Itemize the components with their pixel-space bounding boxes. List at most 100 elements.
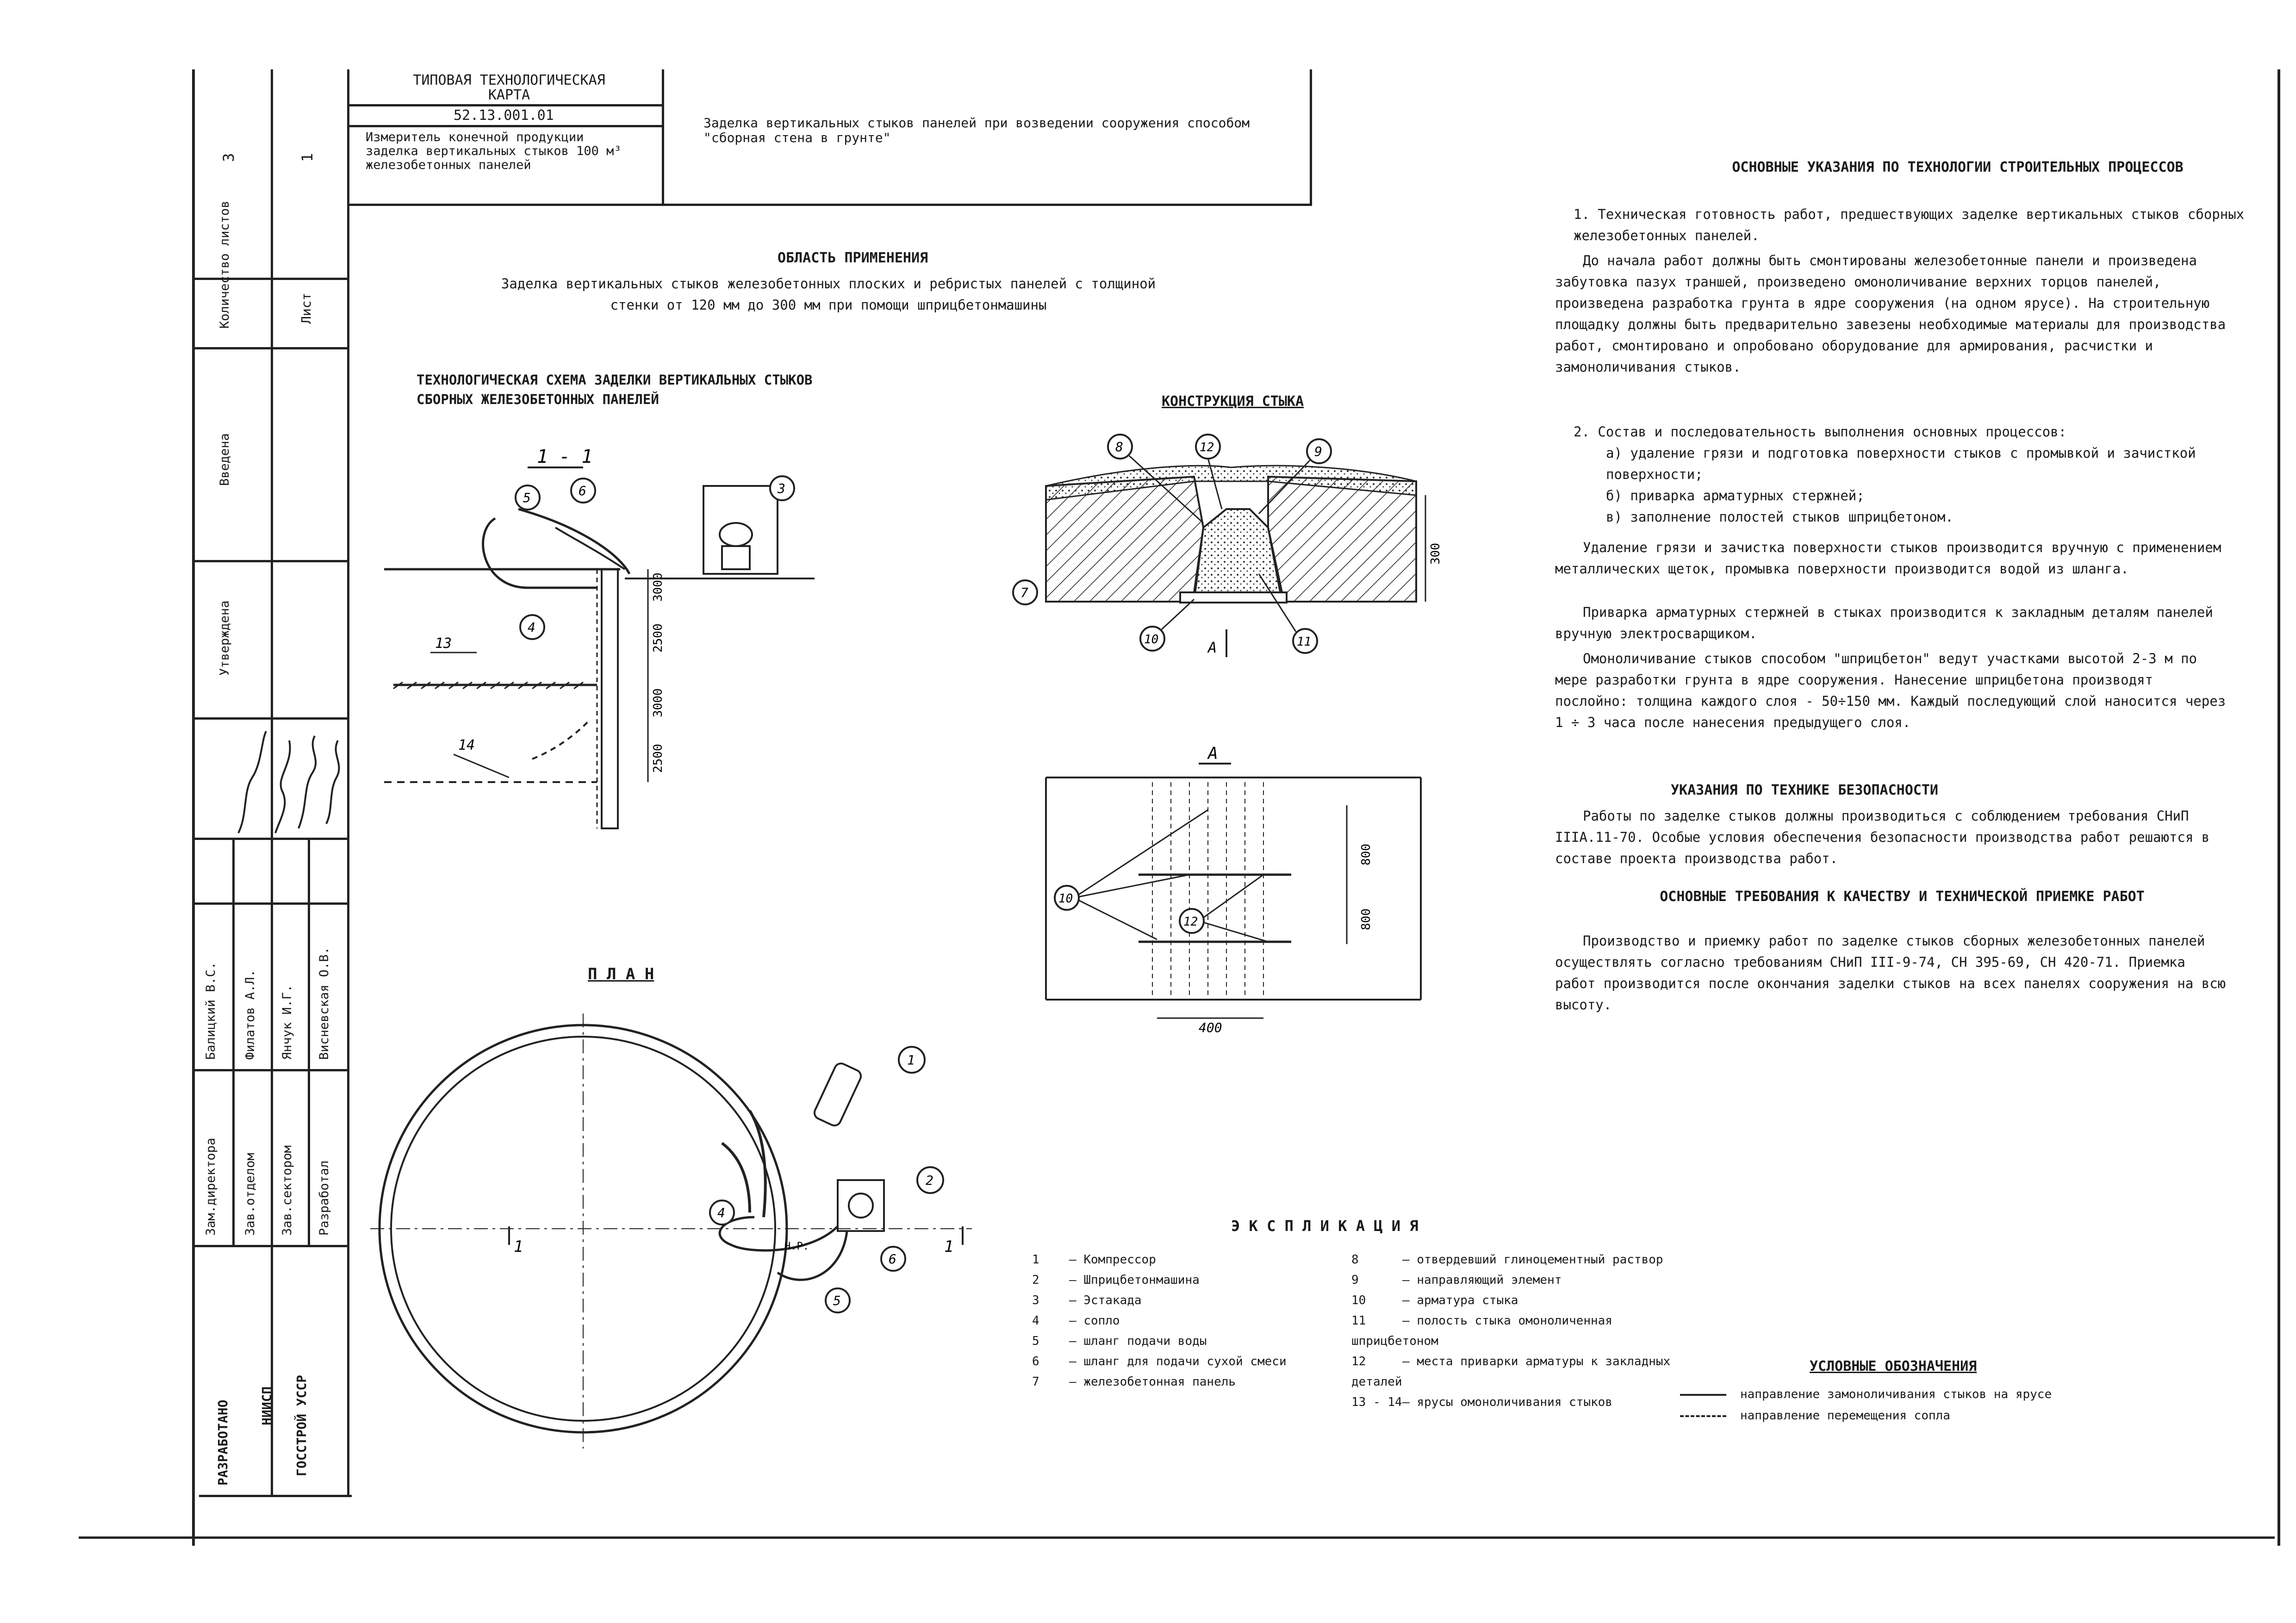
scheme-title: ТЕХНОЛОГИЧЕСКАЯ СХЕМА ЗАДЕЛКИ ВЕРТИКАЛЬН…: [417, 372, 813, 407]
svg-text:400: 400: [1199, 1020, 1222, 1035]
svg-text:А: А: [1207, 639, 1217, 656]
safety-text: Работы по заделке стыков должны производ…: [1555, 808, 2210, 866]
svg-text:5: 5: [523, 490, 531, 505]
person-name-3: Янчук И.Г.: [280, 984, 294, 1060]
notes-p6: Омоноличивание стыков способом "шприцбет…: [1555, 651, 2226, 730]
explication-right: 8– отвердевший глиноцементный раствор 9–…: [1351, 1250, 1675, 1412]
svg-text:11: 11: [1297, 635, 1311, 649]
notes-p2: До начала работ должны быть смонтированы…: [1555, 253, 2226, 375]
sheets-count: 3: [220, 153, 237, 162]
svg-text:4: 4: [717, 1205, 725, 1220]
page-frame: [192, 69, 2280, 1546]
svg-text:1: 1: [944, 1237, 953, 1256]
org-name: НИИСП: [259, 1386, 274, 1425]
notes-p4: Удаление грязи и зачистка поверхности ст…: [1555, 540, 2221, 577]
notes-p1: 1. Техническая готовность работ, предшес…: [1574, 206, 2245, 243]
svg-text:3000: 3000: [651, 688, 665, 717]
svg-text:2500: 2500: [651, 744, 665, 773]
svg-text:10: 10: [1058, 892, 1073, 906]
section-1-1-drawing: 1 - 1 3000 2500 3000 2500 3 6 5 4 13 14: [384, 446, 815, 829]
svg-text:800: 800: [1359, 908, 1373, 930]
svg-text:3: 3: [777, 481, 785, 496]
doc-code: 52.13.001.01: [454, 107, 554, 124]
legend-item-dashed: направление перемещения сопла: [1680, 1405, 2143, 1426]
svg-text:13: 13: [435, 635, 452, 652]
sheets-count-label: Количество листов: [218, 200, 232, 329]
svg-text:6: 6: [579, 483, 586, 498]
svg-text:Н.Р.: Н.Р.: [784, 1241, 809, 1252]
svg-text:12: 12: [1183, 915, 1198, 929]
frame-bottom-line-2: [199, 1495, 352, 1497]
sheet-number: 1: [299, 153, 316, 162]
person-role-1: Зам.директора: [204, 1138, 218, 1236]
quality-text: Производство и приемку работ по заделке …: [1555, 933, 2226, 1013]
person-role-2: Зав.отделом: [243, 1153, 257, 1236]
notes-p3: 2. Состав и последовательность выполнени…: [1574, 424, 2067, 440]
svg-text:14: 14: [458, 737, 475, 753]
explication-item: 4– сопло: [1032, 1314, 1120, 1328]
svg-text:1: 1: [907, 1052, 915, 1068]
explication-item: 7– железобетонная панель: [1032, 1375, 1236, 1389]
gosstroy: ГОССТРОЙ УССР: [294, 1374, 309, 1476]
explication-item: 12– места приварки арматуры к закладных …: [1351, 1355, 1671, 1389]
measure-unit: Измеритель конечной продукции заделка ве…: [366, 130, 622, 172]
explication-item: 10– арматура стыка: [1351, 1293, 1518, 1307]
svg-text:8: 8: [1115, 439, 1123, 454]
notes-list: а) удаление грязи и подготовка поверхнос…: [1606, 442, 2245, 528]
explication-item: 13 - 14– ярусы омоноличивания стыков: [1351, 1395, 1612, 1409]
svg-text:6: 6: [889, 1251, 896, 1267]
person-role-3: Зав.сектором: [280, 1145, 294, 1236]
svg-text:5: 5: [833, 1293, 841, 1308]
person-name-2: Филатов А.Л.: [243, 969, 257, 1060]
section-label: 1 - 1: [537, 446, 592, 467]
notes-list-item: а) удаление грязи и подготовка поверхнос…: [1606, 445, 2196, 482]
svg-text:7: 7: [1020, 585, 1028, 600]
legend-heading: УСЛОВНЫЕ ОБОЗНАЧЕНИЯ: [1810, 1358, 1977, 1374]
plan-label: П Л А Н: [588, 965, 654, 983]
person-role-4: Разработал: [317, 1160, 331, 1236]
svg-text:А: А: [1207, 744, 1218, 763]
quality-heading: ОСНОВНЫЕ ТРЕБОВАНИЯ К КАЧЕСТВУ И ТЕХНИЧЕ…: [1660, 889, 2145, 905]
scope-heading: ОБЛАСТЬ ПРИМЕНЕНИЯ: [778, 250, 928, 266]
top-stamp: ТИПОВАЯ ТЕХНОЛОГИЧЕСКАЯ КАРТА 52.13.001.…: [347, 69, 1312, 206]
svg-text:10: 10: [1144, 633, 1158, 647]
svg-text:12: 12: [1200, 441, 1214, 454]
svg-text:3000: 3000: [651, 572, 665, 602]
legend: направление замоноличивания стыков на яр…: [1680, 1384, 2143, 1426]
explication-heading: Э К С П Л И К А Ц И Я: [1231, 1217, 1419, 1235]
explication-item: 8– отвердевший глиноцементный раствор: [1351, 1253, 1663, 1267]
signatures: [237, 731, 340, 833]
doc-type: ТИПОВАЯ ТЕХНОЛОГИЧЕСКАЯ КАРТА: [413, 72, 605, 103]
person-name-1: Балицкий В.С.: [204, 962, 218, 1060]
svg-text:2500: 2500: [651, 623, 665, 653]
approved-label: Утверждена: [218, 600, 232, 676]
notes-p5: Приварка арматурных стержней в стыках пр…: [1555, 604, 2213, 641]
safety-heading: УКАЗАНИЯ ПО ТЕХНИКЕ БЕЗОПАСНОСТИ: [1671, 782, 1938, 798]
legend-item-solid: направление замоноличивания стыков на яр…: [1680, 1384, 2143, 1405]
svg-text:4: 4: [528, 620, 535, 635]
svg-text:1: 1: [514, 1237, 523, 1256]
svg-text:2: 2: [926, 1173, 933, 1188]
frame-bottom-line: [79, 1536, 2275, 1539]
doc-title: Заделка вертикальных стыков панелей при …: [703, 115, 1250, 145]
person-name-4: Висневская О.В.: [317, 947, 331, 1060]
svg-text:300: 300: [1429, 543, 1443, 565]
explication-item: 2– Шприцбетонмашина: [1032, 1273, 1200, 1287]
developed-by: РАЗРАБОТАНО: [215, 1399, 230, 1486]
joint-construction-drawing: 300 8 12 9 7 10 11 А: [1012, 434, 1443, 657]
svg-text:9: 9: [1314, 444, 1322, 459]
explication-item: 1– Компрессор: [1032, 1253, 1156, 1267]
notes-list-item: в) заполнение полостей стыков шприцбетон…: [1606, 509, 1954, 525]
explication-left: 1– Компрессор 2– Шприцбетонмашина 3– Эст…: [1032, 1250, 1356, 1392]
plan-drawing: 1 2 4 6 5 Н.Р. 1 1: [370, 1014, 972, 1449]
explication-item: 9– направляющий элемент: [1351, 1273, 1562, 1287]
side-stamp: Количество листов 3 Лист 1 Введена Утвер…: [194, 69, 349, 1495]
notes-heading: ОСНОВНЫЕ УКАЗАНИЯ ПО ТЕХНОЛОГИИ СТРОИТЕЛ…: [1732, 159, 2184, 175]
svg-text:800: 800: [1359, 844, 1373, 865]
introduced-label: Введена: [218, 433, 232, 486]
joint-title: КОНСТРУКЦИЯ СТЫКА: [1162, 393, 1304, 410]
sheet-label: Лист: [299, 292, 314, 324]
explication-item: 5– шланг подачи воды: [1032, 1334, 1207, 1348]
notes-list-item: б) приварка арматурных стержней;: [1606, 488, 1865, 504]
scope-text: Заделка вертикальных стыков железобетонн…: [501, 276, 1156, 313]
